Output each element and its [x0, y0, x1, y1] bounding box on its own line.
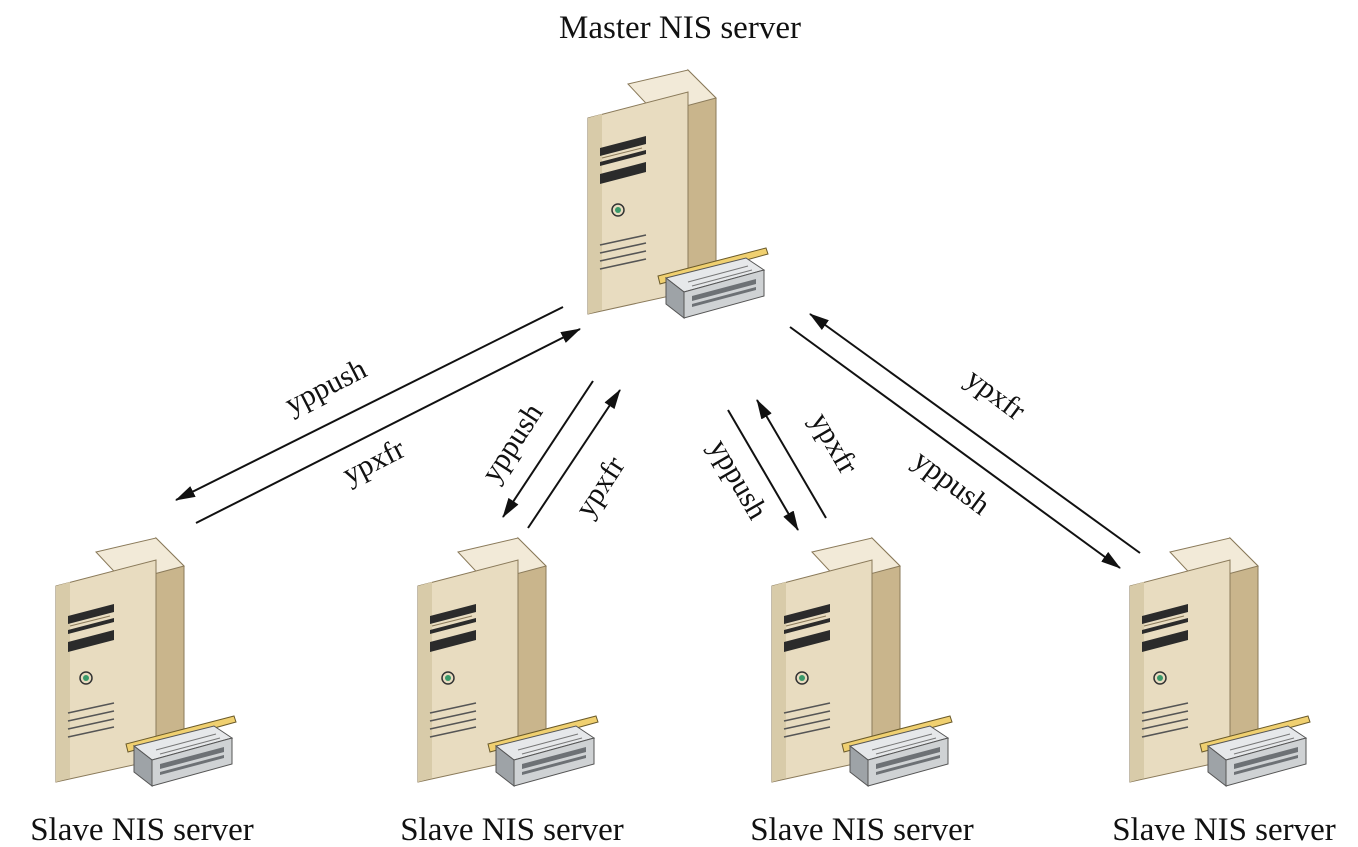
yppush-label-3: yppush [702, 433, 774, 525]
ypxfr-label-4: ypxfr [960, 362, 1032, 427]
slave-server-icon-4 [1129, 537, 1311, 787]
slave-server-label-3: Slave NIS server [750, 812, 974, 847]
yppush-label-4: yppush [907, 443, 996, 522]
master-server-label: Master NIS server [559, 10, 801, 46]
slave-server-icon-2 [417, 537, 599, 787]
ypxfr-label-1: ypxfr [337, 432, 410, 491]
slave-server-label-1: Slave NIS server [30, 812, 254, 847]
ypxfr-arrow-3 [756, 399, 827, 519]
slave-server-label-4: Slave NIS server [1112, 812, 1336, 847]
ypxfr-label-2: ypxfr [568, 451, 631, 523]
yppush-arrow-2 [502, 380, 594, 518]
slave-server-icon-1 [55, 537, 237, 787]
yppush-label-1: yppush [280, 352, 372, 421]
yppush-arrow-4 [789, 326, 1121, 569]
yppush-arrow-3 [727, 409, 799, 531]
ypxfr-label-3: ypxfr [804, 407, 865, 480]
ypxfr-arrow-4 [809, 313, 1141, 554]
slave-server-label-2: Slave NIS server [400, 812, 624, 847]
ypxfr-arrow-2 [527, 389, 621, 529]
ypxfr-arrow-1 [195, 328, 581, 524]
slave-server-icon-3 [771, 537, 953, 787]
master-server-icon [587, 69, 769, 319]
yppush-arrow-1 [175, 306, 564, 501]
yppush-label-2: yppush [475, 397, 550, 488]
